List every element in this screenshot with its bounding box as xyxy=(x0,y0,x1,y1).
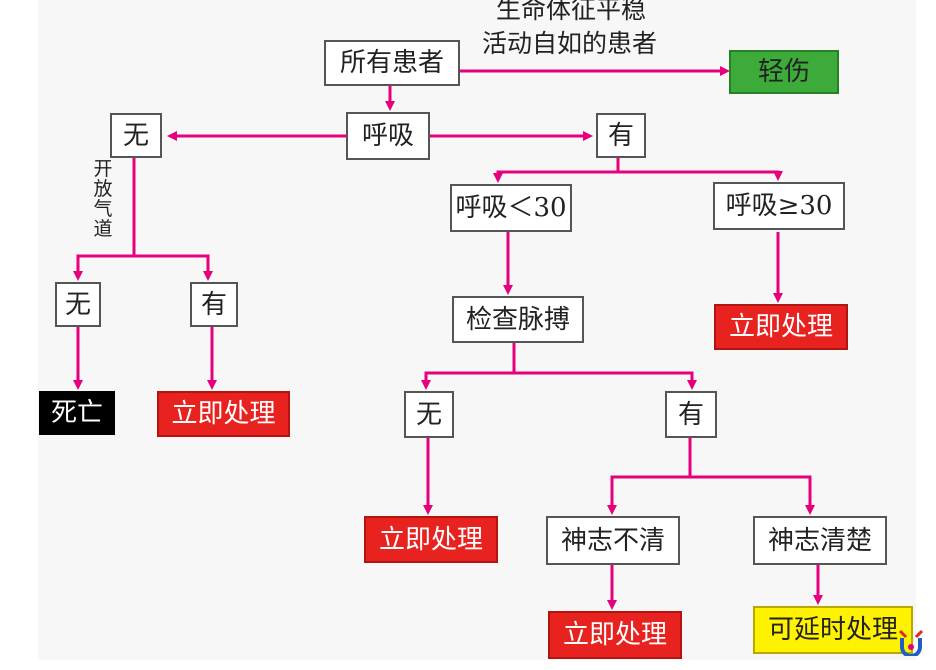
node-delayed: 可延时处理 xyxy=(753,606,913,654)
node-immediate-rr: 立即处理 xyxy=(714,304,848,350)
node-pulse-none: 无 xyxy=(404,391,454,438)
node-confused: 神志不清 xyxy=(546,516,680,565)
arrow-to-pulse-none xyxy=(421,371,514,390)
node-rr-ge30: 呼吸≥30 xyxy=(713,182,845,230)
node-immediate-pulse: 立即处理 xyxy=(364,516,498,563)
node-clear: 神志清楚 xyxy=(753,516,887,565)
open-airway-char: 开 xyxy=(93,158,113,180)
open-airway-char: 道 xyxy=(93,218,113,240)
node-immediate-confused: 立即处理 xyxy=(548,611,682,659)
node-breathing-yes: 有 xyxy=(596,113,646,158)
node-airway-yes: 有 xyxy=(190,282,238,327)
node-immediate-airway: 立即处理 xyxy=(157,391,290,437)
node-breathing-none: 无 xyxy=(110,113,162,158)
watermark-logo-icon xyxy=(898,629,924,656)
node-rr-lt30: 呼吸＜30 xyxy=(450,184,572,232)
arrow-airway-yes xyxy=(134,254,213,281)
node-breathing: 呼吸 xyxy=(346,112,430,160)
node-all-patients: 所有患者 xyxy=(324,40,460,86)
node-minor-injury: 轻伤 xyxy=(729,50,839,94)
arrow-to-rr-lt30 xyxy=(493,170,618,183)
node-check-pulse: 检查脉搏 xyxy=(452,296,584,343)
arrow-to-confused xyxy=(607,475,690,515)
open-airway-char: 气 xyxy=(93,198,113,220)
arrow-to-clear xyxy=(690,475,815,515)
node-pulse-yes: 有 xyxy=(665,391,717,438)
edge-label-stable-line1: 生命体征平稳 xyxy=(496,0,647,24)
edge-label-open-airway: 开 放 气 道 xyxy=(93,160,113,240)
arrow-to-pulse-yes xyxy=(514,371,697,390)
arrow-to-rr-ge30 xyxy=(618,170,783,181)
node-airway-none: 无 xyxy=(55,282,101,327)
edge-label-stable-line2: 活动自如的患者 xyxy=(482,29,658,58)
open-airway-char: 放 xyxy=(93,178,113,200)
node-death: 死亡 xyxy=(39,391,115,435)
arrow-airway-none xyxy=(73,254,134,281)
